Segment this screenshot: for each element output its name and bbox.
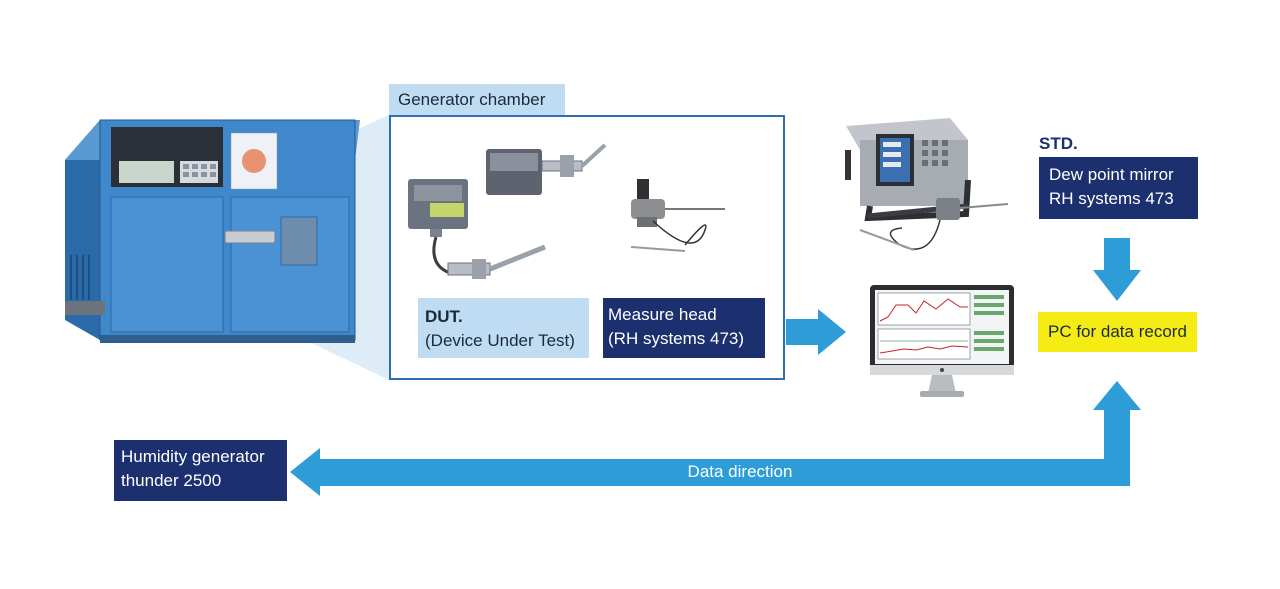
pc-label: PC for data record [1038, 312, 1197, 352]
dut-transmitter-image [408, 143, 607, 279]
measure-head-line1: Measure head [608, 305, 717, 324]
std-title: STD. [1039, 134, 1078, 153]
measure-head-line2: (RH systems 473) [608, 329, 745, 348]
arrow-down-icon [1093, 238, 1141, 301]
generator-label: Humidity generator thunder 2500 [114, 440, 287, 501]
measure-head-label: Measure head (RH systems 473) [603, 298, 765, 358]
pc-label-text: PC for data record [1048, 322, 1187, 341]
measure-head-image [630, 179, 725, 252]
arrow-right-icon [786, 309, 846, 355]
data-direction-arrow-icon [290, 381, 1141, 496]
std-line1: Dew point mirror [1049, 165, 1174, 184]
dew-point-mirror-image [845, 118, 1009, 251]
std-line2: RH systems 473 [1049, 189, 1174, 208]
std-label: Dew point mirror RH systems 473 [1039, 157, 1198, 219]
generator-line2: thunder 2500 [121, 471, 222, 490]
data-direction-label: Data direction [687, 462, 793, 481]
dut-label: DUT. (Device Under Test) [418, 298, 589, 358]
dut-subtitle: (Device Under Test) [425, 331, 575, 350]
pc-monitor-image [870, 285, 1014, 397]
dut-title: DUT. [425, 307, 463, 326]
humidity-generator-image [65, 115, 389, 380]
generator-chamber-label: Generator chamber [389, 84, 565, 115]
generator-line1: Humidity generator [121, 447, 265, 466]
